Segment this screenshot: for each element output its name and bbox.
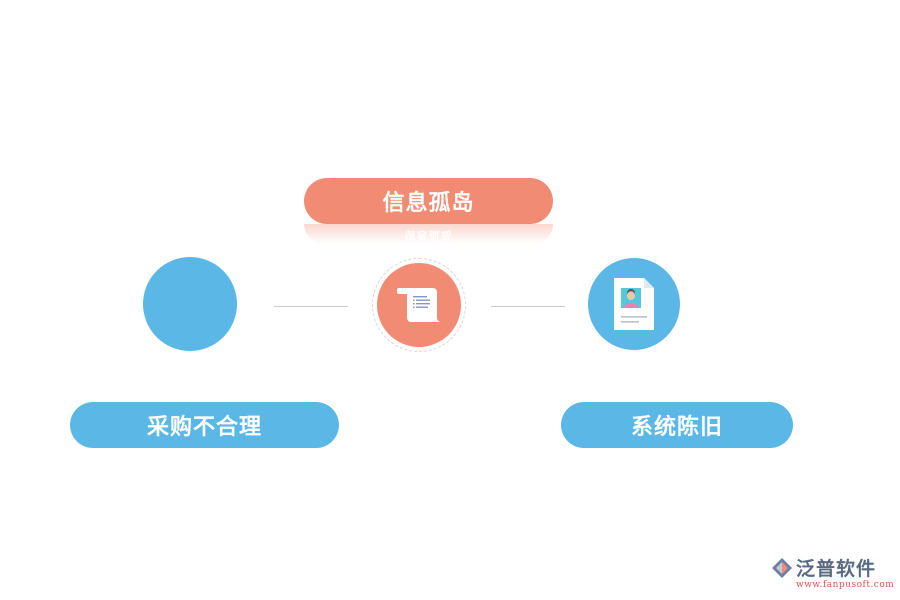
center-node-circle (377, 263, 461, 347)
brand-mark-icon (772, 558, 792, 578)
right-label-pill: 系统陈旧 (561, 402, 793, 448)
brand-logo: 泛普软件 www.fanpusoft.com (770, 554, 895, 592)
left-connector-line (274, 306, 348, 307)
right-connector-line (491, 306, 565, 307)
right-label-text: 系统陈旧 (630, 415, 723, 440)
left-label-text: 采购不合理 (146, 415, 262, 440)
center-title-reflection-text: 信息孤岛 (404, 229, 453, 242)
profile-document-icon (614, 278, 654, 330)
brand-name: 泛普软件 (796, 558, 877, 580)
center-title-reflection: 信息孤岛 (304, 224, 553, 244)
left-node-circle (143, 257, 237, 351)
left-label-pill: 采购不合理 (70, 402, 339, 448)
center-title-text: 信息孤岛 (382, 191, 475, 216)
brand-url: www.fanpusoft.com (796, 580, 895, 590)
center-title-pill: 信息孤岛 (304, 178, 553, 224)
scroll-document-icon (397, 288, 441, 322)
right-node-circle (588, 258, 680, 350)
